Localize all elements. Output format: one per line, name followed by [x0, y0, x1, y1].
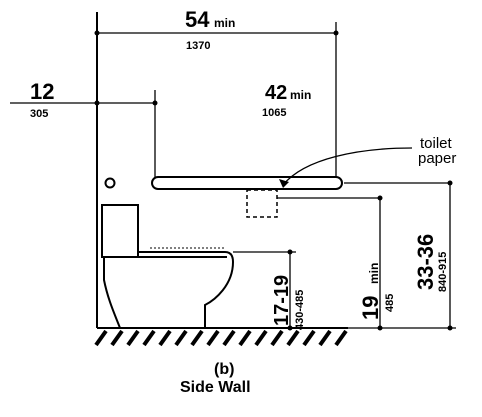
paper-height-value: 19	[358, 296, 383, 320]
grab-bar	[151, 176, 343, 190]
annotation-line-2: paper	[418, 150, 456, 167]
overall-width-qualifier: min	[214, 16, 235, 30]
wall-offset-dimension	[10, 90, 158, 180]
wall-offset-mm: 305	[30, 108, 48, 120]
paper-height-mm: 485	[384, 294, 396, 312]
seat-height-dimension	[233, 249, 296, 331]
overall-width-value: 54	[185, 7, 210, 32]
annotation-arrow	[282, 147, 413, 186]
floor	[94, 327, 348, 347]
bar-height-dimension	[348, 180, 456, 331]
bar-height-mm: 840-915	[437, 252, 449, 292]
annotation-arrowhead	[279, 179, 289, 188]
toilet	[101, 204, 235, 329]
seat-height-value: 17-19	[271, 275, 293, 326]
overall-width-dimension	[94, 22, 339, 180]
grab-bar-length-value: 42	[265, 82, 287, 104]
toilet-paper-dispenser	[246, 189, 278, 218]
overall-width-mm: 1370	[186, 40, 210, 52]
wall-offset-value: 12	[30, 79, 54, 104]
annotation-line-1: toilet	[420, 135, 453, 152]
grab-bar-wall-mount	[104, 177, 116, 189]
figure-title: Side Wall	[180, 379, 251, 396]
grab-bar-length-qualifier: min	[290, 88, 311, 102]
grab-bar-length-mm: 1065	[262, 107, 286, 119]
paper-height-dimension	[377, 195, 383, 331]
paper-height-qualifier: min	[367, 263, 381, 284]
seat-height-mm: 430-485	[294, 290, 306, 330]
figure-label: (b)	[214, 361, 234, 378]
bar-height-value: 33-36	[413, 234, 438, 290]
